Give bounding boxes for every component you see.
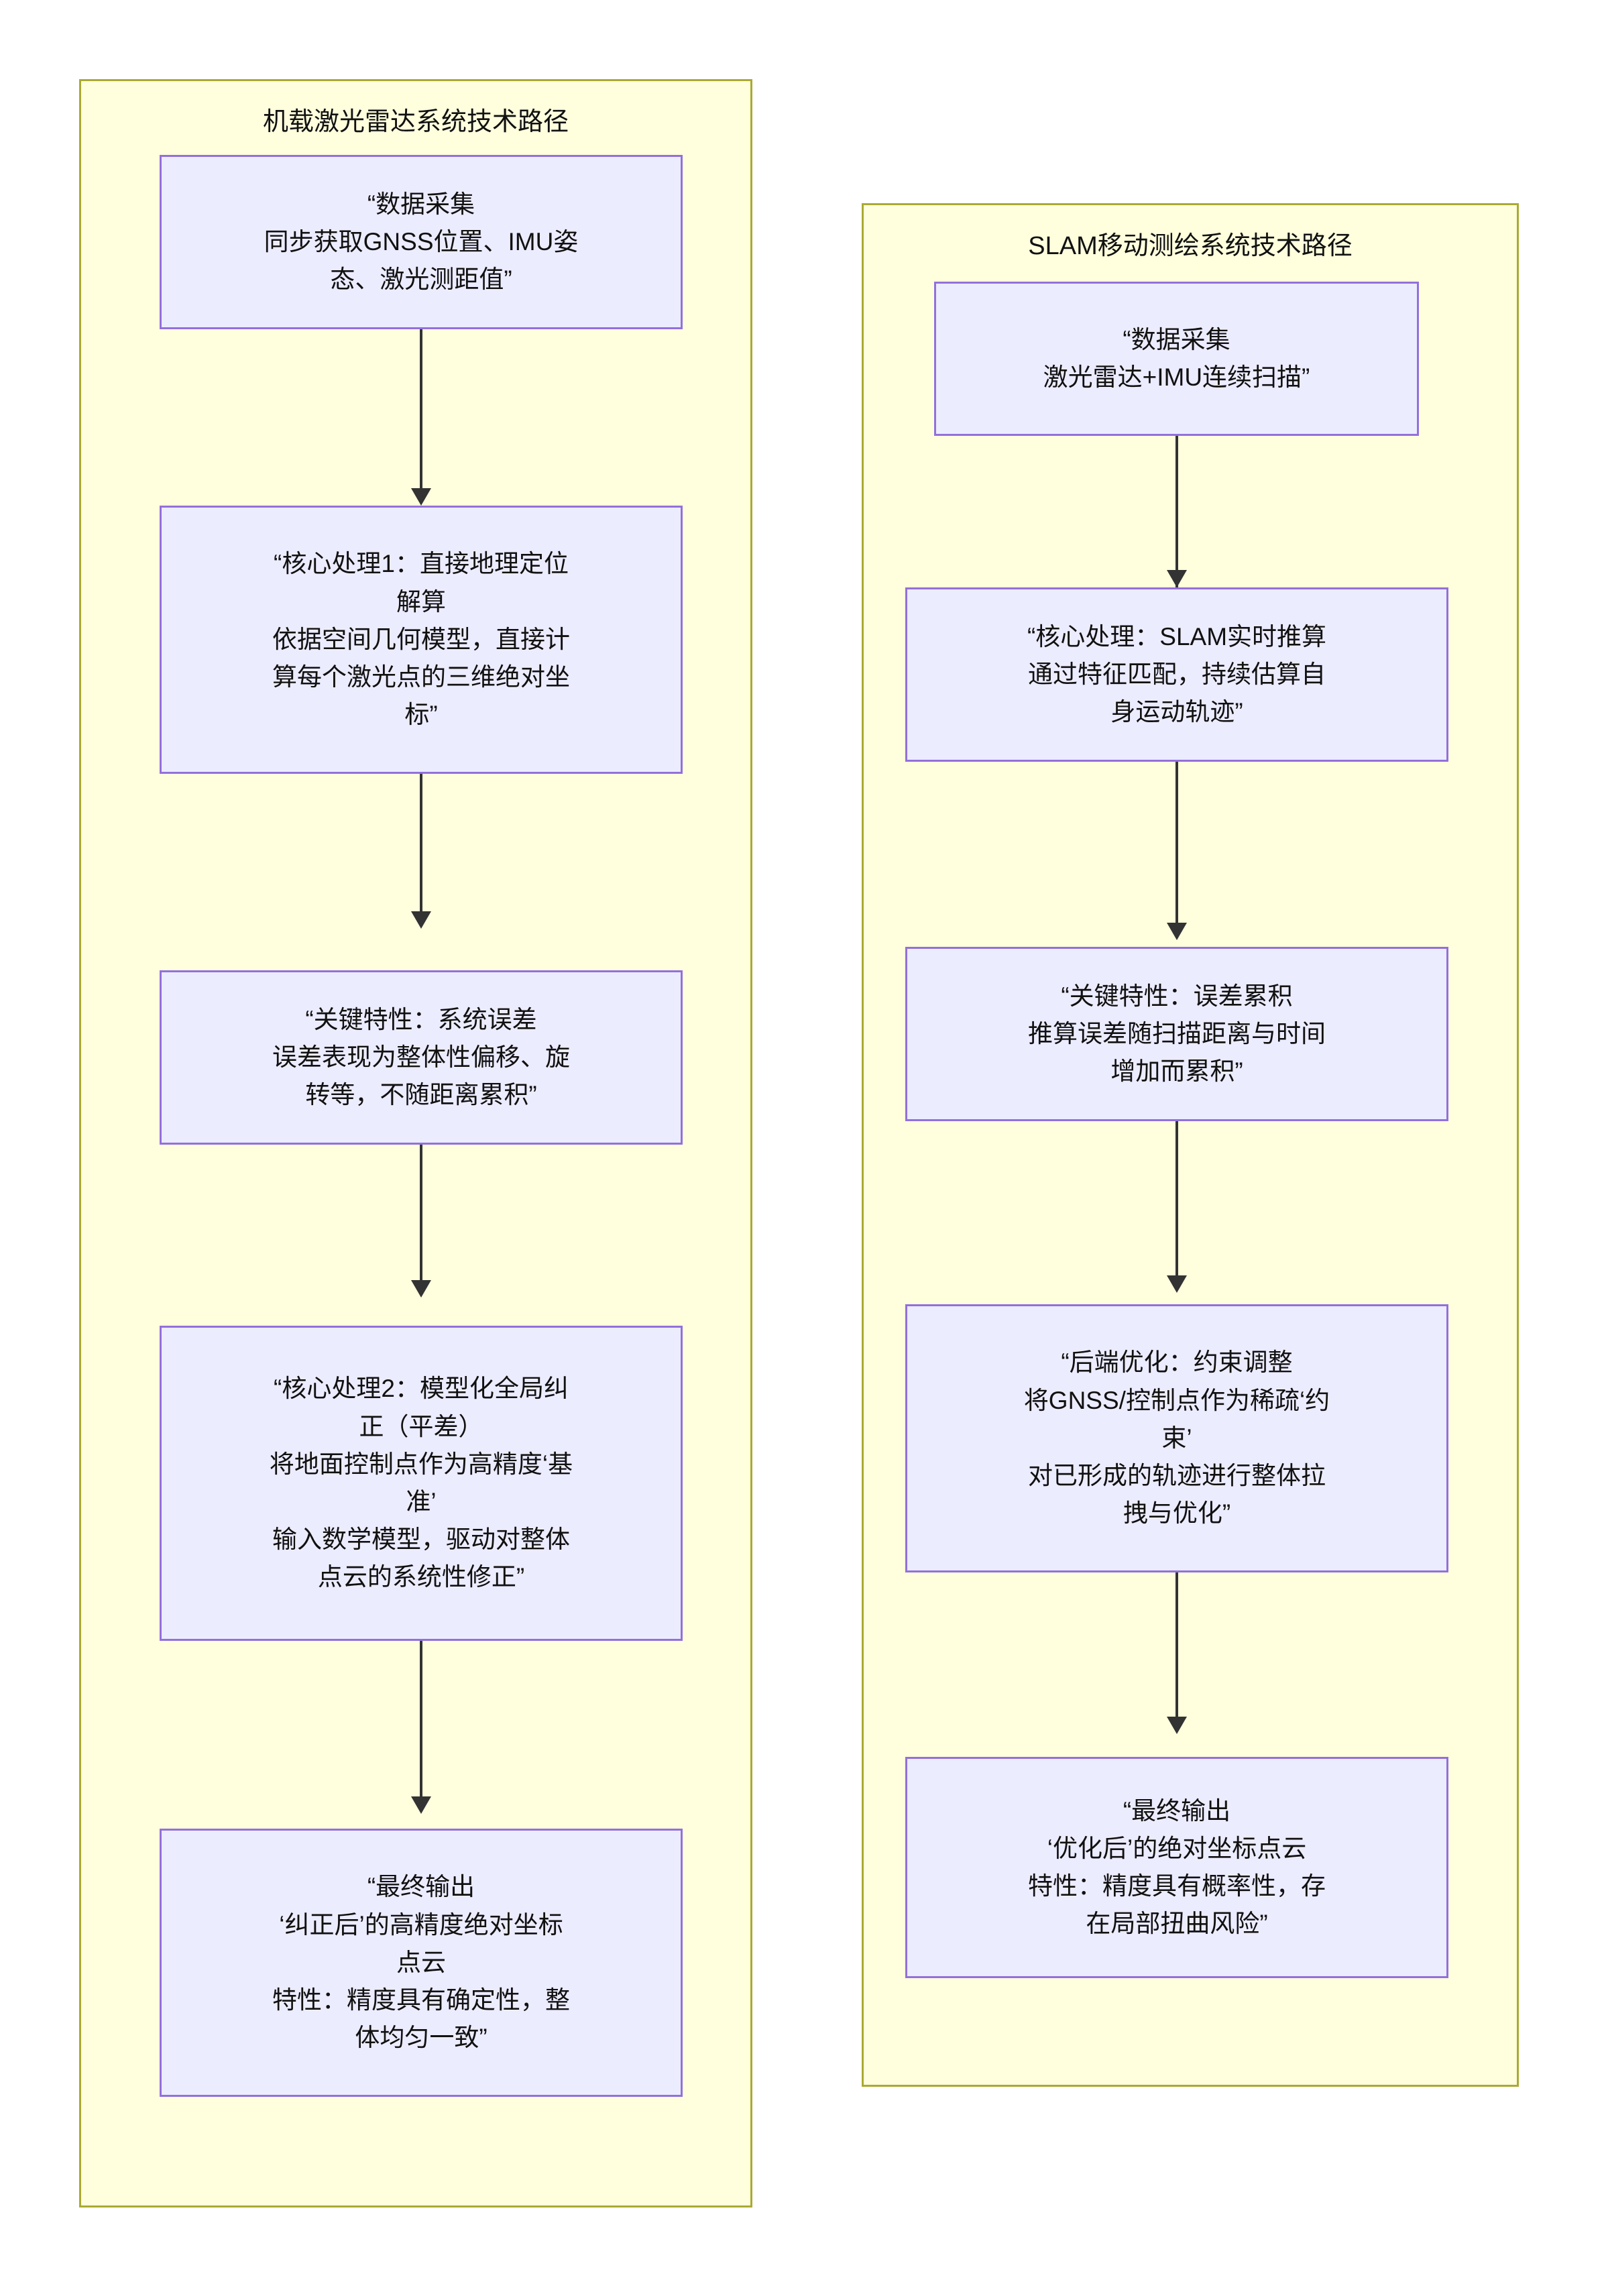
node-al-4[interactable]: “核心处理2：模型化全局纠 正（平差） 将地面控制点作为高精度‘基 准’ 输入数… (160, 1326, 683, 1641)
arrowhead-sl-3 (1167, 923, 1187, 940)
edge-al-3-to-al-4 (420, 1145, 422, 1280)
edge-sl-4-to-sl-5 (1175, 1572, 1178, 1717)
arrowhead-sl-2 (1167, 570, 1187, 587)
edge-sl-2-to-sl-3 (1175, 762, 1178, 923)
node-al-3-label: “关键特性：系统误差 误差表现为整体性偏移、旋 转等，不随距离累积” (272, 1005, 570, 1109)
arrowhead-sl-4 (1167, 1275, 1187, 1293)
arrowhead-al-5 (411, 1796, 431, 1814)
node-sl-1[interactable]: “数据采集 激光雷达+IMU连续扫描” (934, 282, 1419, 436)
edge-al-1-to-al-2 (420, 329, 422, 488)
edge-al-4-to-al-5 (420, 1641, 422, 1796)
node-al-4-label: “核心处理2：模型化全局纠 正（平差） 将地面控制点作为高精度‘基 准’ 输入数… (269, 1375, 573, 1591)
node-al-2-label: “核心处理1：直接地理定位 解算 依据空间几何模型，直接计 算每个激光点的三维绝… (272, 550, 570, 729)
cluster-airborne-lidar-title: 机载激光雷达系统技术路径 (262, 108, 569, 136)
edge-sl-3-to-sl-4 (1175, 1121, 1178, 1275)
arrowhead-sl-5 (1167, 1717, 1187, 1734)
arrowhead-al-4 (411, 1280, 431, 1298)
edge-al-2-to-al-3 (420, 774, 422, 911)
node-al-5[interactable]: “最终输出 ‘纠正后’的高精度绝对坐标 点云 特性：精度具有确定性，整 体均匀一… (160, 1829, 683, 2097)
node-al-3[interactable]: “关键特性：系统误差 误差表现为整体性偏移、旋 转等，不随距离累积” (160, 970, 683, 1145)
edge-sl-1-to-sl-2 (1175, 436, 1178, 590)
node-sl-4[interactable]: “后端优化：约束调整 将GNSS/控制点作为稀疏‘约 束’ 对已形成的轨迹进行整… (905, 1304, 1448, 1572)
node-al-5-label: “最终输出 ‘纠正后’的高精度绝对坐标 点云 特性：精度具有确定性，整 体均匀一… (272, 1873, 570, 2052)
arrowhead-al-3 (411, 911, 431, 929)
node-sl-3[interactable]: “关键特性：误差累积 推算误差随扫描距离与时间 增加而累积” (905, 947, 1448, 1121)
node-sl-5-label: “最终输出 ‘优化后’的绝对坐标点云 特性：精度具有概率性，存 在局部扭曲风险” (1028, 1796, 1326, 1938)
node-sl-4-label: “后端优化：约束调整 将GNSS/控制点作为稀疏‘约 束’ 对已形成的轨迹进行整… (1023, 1348, 1330, 1528)
node-al-1[interactable]: “数据采集 同步获取GNSS位置、IMU姿 态、激光测距值” (160, 155, 683, 329)
arrowhead-al-2 (411, 488, 431, 506)
node-sl-3-label: “关键特性：误差累积 推算误差随扫描距离与时间 增加而累积” (1028, 982, 1326, 1086)
node-al-1-label: “数据采集 同步获取GNSS位置、IMU姿 态、激光测距值” (264, 190, 579, 294)
node-al-2[interactable]: “核心处理1：直接地理定位 解算 依据空间几何模型，直接计 算每个激光点的三维绝… (160, 506, 683, 774)
node-sl-2-label: “核心处理：SLAM实时推算 通过特征匹配，持续估算自 身运动轨迹” (1027, 622, 1327, 726)
node-sl-1-label: “数据采集 激光雷达+IMU连续扫描” (1043, 325, 1310, 391)
node-sl-5[interactable]: “最终输出 ‘优化后’的绝对坐标点云 特性：精度具有概率性，存 在局部扭曲风险” (905, 1757, 1448, 1978)
node-sl-2[interactable]: “核心处理：SLAM实时推算 通过特征匹配，持续估算自 身运动轨迹” (905, 587, 1448, 762)
cluster-slam-mobile-title: SLAM移动测绘系统技术路径 (1028, 232, 1353, 260)
